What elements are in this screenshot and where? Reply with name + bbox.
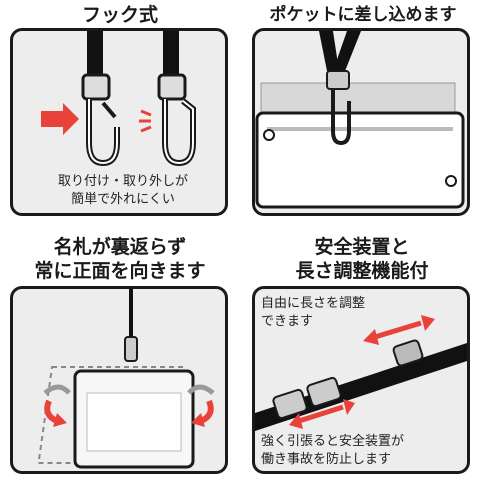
- rotate-arrow-left: [44, 399, 59, 424]
- pocket-illustration: [255, 31, 465, 209]
- hook-open: [81, 73, 120, 167]
- safety-caption-top-line2: できます: [261, 314, 314, 329]
- front-heading-line2: 常に正面を向きます: [34, 260, 206, 282]
- pocket-edge: [267, 127, 453, 131]
- clip-top: [326, 70, 350, 90]
- safety-heading-line1: 安全装置と: [314, 236, 410, 258]
- front-heading-line1: 名札が裏返らず: [53, 236, 187, 258]
- rotate-arrow-right: [199, 399, 214, 424]
- card-back: [260, 82, 456, 114]
- length-adjuster: [392, 339, 424, 367]
- strap-right: [163, 31, 179, 79]
- buckle-left: [272, 388, 308, 420]
- click-marks: [139, 109, 152, 133]
- pocket-heading: ポケットに差し込めます: [269, 5, 457, 25]
- front-panel: [10, 286, 228, 474]
- safety-strap: [255, 343, 467, 431]
- hook-panel: 取り付け・取り外しが 簡単で外れにくい: [10, 28, 228, 216]
- strap-b: [333, 31, 361, 71]
- safety-heading-line2: 長さ調整機能付: [295, 260, 429, 282]
- hook-illustration: [41, 31, 196, 167]
- hook-heading: フック式: [81, 4, 158, 26]
- hook-caption-line2: 簡単で外れにくい: [71, 192, 175, 207]
- pocket-panel: [252, 28, 470, 216]
- pocket-holder: [255, 111, 465, 209]
- safety-caption-bottom-line2: 働き事故を防止します: [261, 452, 392, 467]
- strap-left: [87, 31, 103, 79]
- hook-caption-line1: 取り付け・取り外しが: [57, 174, 188, 189]
- strap-a: [319, 31, 339, 71]
- buckle-right: [306, 376, 342, 408]
- safety-caption-top-line1: 自由に長さを調整: [261, 296, 366, 311]
- push-arrow: [41, 103, 79, 135]
- safety-caption-bottom-line1: 強く引張ると安全装置が: [261, 434, 405, 449]
- safety-panel: 自由に長さを調整 できます 強く引張ると安全装置が 働き事故を防止します: [252, 286, 470, 474]
- clip-hook: [331, 89, 351, 146]
- safety-illustration: [255, 315, 467, 431]
- front-illustration: [37, 289, 215, 469]
- hook-closed: [157, 73, 196, 167]
